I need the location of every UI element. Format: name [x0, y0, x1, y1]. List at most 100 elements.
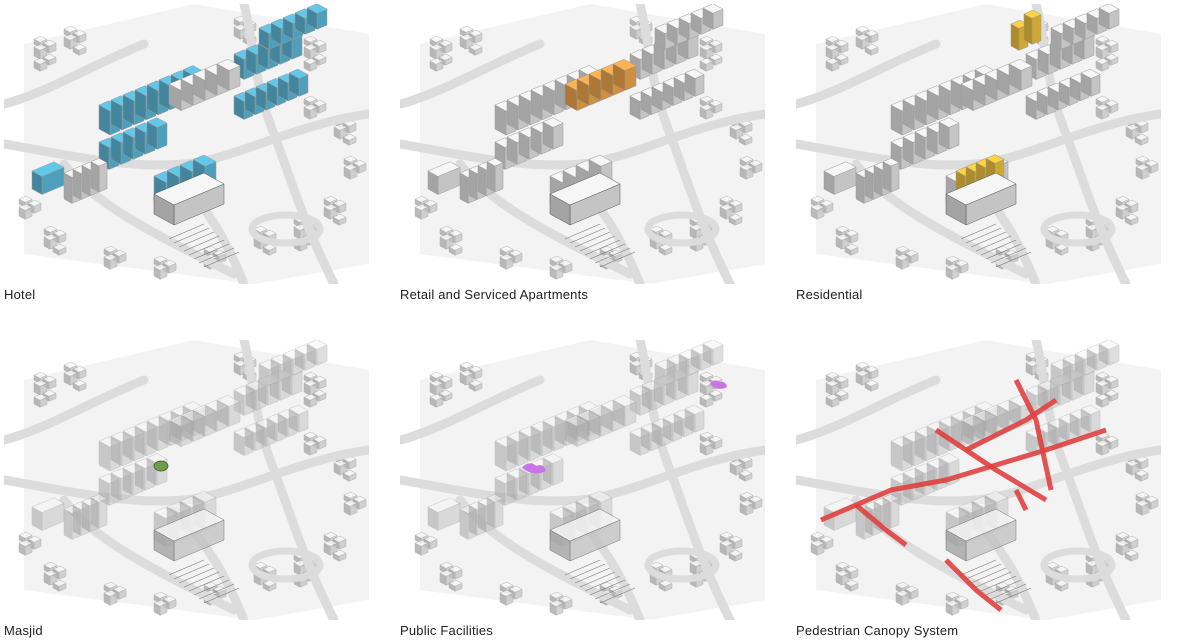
context-building	[1135, 499, 1150, 516]
context-building	[52, 579, 67, 592]
road-interchange	[1040, 547, 1116, 583]
hotel-building	[288, 68, 309, 97]
context-building	[739, 163, 754, 180]
retail-building	[216, 58, 241, 91]
context-building	[153, 599, 168, 616]
context-building	[1135, 163, 1150, 180]
stair-line	[574, 231, 611, 248]
context-building	[63, 369, 78, 386]
stair-line	[203, 251, 240, 268]
context-building	[448, 243, 463, 256]
stair-line	[970, 567, 1007, 584]
transit-podium	[549, 172, 621, 226]
context-building	[1134, 133, 1149, 146]
road-interchange	[1040, 211, 1116, 247]
residential-building	[882, 158, 900, 193]
stair-line	[584, 239, 621, 256]
context-building	[153, 263, 168, 280]
context-building	[825, 57, 840, 72]
context-building	[262, 243, 277, 256]
context-building	[343, 163, 358, 180]
residential-panel: Residential	[796, 4, 1176, 304]
stair-line	[589, 243, 626, 260]
canopy-panel: Pedestrian Canopy System	[796, 340, 1176, 640]
stair-line	[599, 587, 636, 604]
stair-line	[985, 243, 1022, 260]
hotel-building	[542, 117, 564, 150]
context-building	[658, 579, 673, 592]
public-facility	[522, 463, 546, 474]
context-building	[658, 243, 673, 256]
context-building	[499, 253, 514, 270]
context-building	[864, 43, 879, 56]
context-building	[429, 379, 444, 396]
retail-panel: Retail and Serviced Apartments	[400, 4, 780, 304]
context-building	[332, 213, 347, 226]
context-building	[895, 253, 910, 270]
road	[635, 4, 735, 284]
stair-line	[203, 587, 240, 604]
context-building	[738, 469, 753, 482]
residential-building	[882, 494, 900, 529]
hotel-building	[427, 161, 461, 195]
stair-line	[975, 571, 1012, 588]
context-building	[342, 469, 357, 482]
stair-line	[579, 571, 616, 588]
context-building	[52, 243, 67, 256]
context-building	[748, 159, 763, 174]
context-building	[312, 435, 327, 450]
context-building	[728, 199, 743, 214]
context-building	[708, 53, 723, 66]
masjid-building	[153, 460, 169, 472]
context-building	[728, 535, 743, 550]
context-building	[738, 133, 753, 146]
hotel-building	[31, 497, 65, 531]
stair-line	[569, 563, 606, 580]
context-building	[810, 539, 825, 556]
context-building	[18, 539, 33, 556]
context-building	[1104, 53, 1119, 66]
stair-line	[970, 231, 1007, 248]
context-building	[699, 43, 714, 60]
hotel-building	[684, 68, 705, 97]
context-building	[499, 589, 514, 606]
stair-line	[564, 559, 601, 576]
transit-podium	[945, 172, 1017, 226]
stair-line	[168, 223, 205, 240]
road-interchange	[248, 211, 324, 247]
stair-line	[198, 247, 235, 264]
stair-line	[589, 579, 626, 596]
canopy-walkway	[854, 503, 908, 547]
context-building	[844, 565, 859, 580]
stair-line	[168, 559, 205, 576]
context-building	[468, 379, 483, 392]
stair-line	[183, 235, 220, 252]
context-building	[72, 379, 87, 392]
stair-line	[183, 571, 220, 588]
panel-caption: Hotel	[4, 287, 36, 302]
masjid-panel: Masjid	[4, 340, 384, 640]
context-building	[739, 499, 754, 516]
stair-line	[965, 563, 1002, 580]
residential-diagram	[796, 4, 1161, 284]
public-facilities-panel: Public Facilities	[400, 340, 780, 640]
retail-building	[216, 394, 241, 427]
transit-podium	[549, 508, 621, 562]
public-facility	[710, 380, 727, 389]
context-building	[810, 203, 825, 220]
context-building	[414, 203, 429, 220]
public-facilities-diagram	[400, 340, 765, 620]
road	[239, 4, 339, 284]
residential-building	[90, 494, 108, 529]
stair-line	[188, 239, 225, 256]
road	[1031, 340, 1131, 620]
canopy-walkway	[1013, 378, 1054, 491]
context-building	[1095, 439, 1110, 456]
residential-building	[90, 158, 108, 193]
stair-line	[594, 247, 631, 264]
context-building	[438, 389, 453, 402]
context-building	[1134, 455, 1149, 470]
residential-building	[1023, 9, 1042, 45]
context-building	[825, 43, 840, 60]
context-building	[1124, 213, 1139, 226]
